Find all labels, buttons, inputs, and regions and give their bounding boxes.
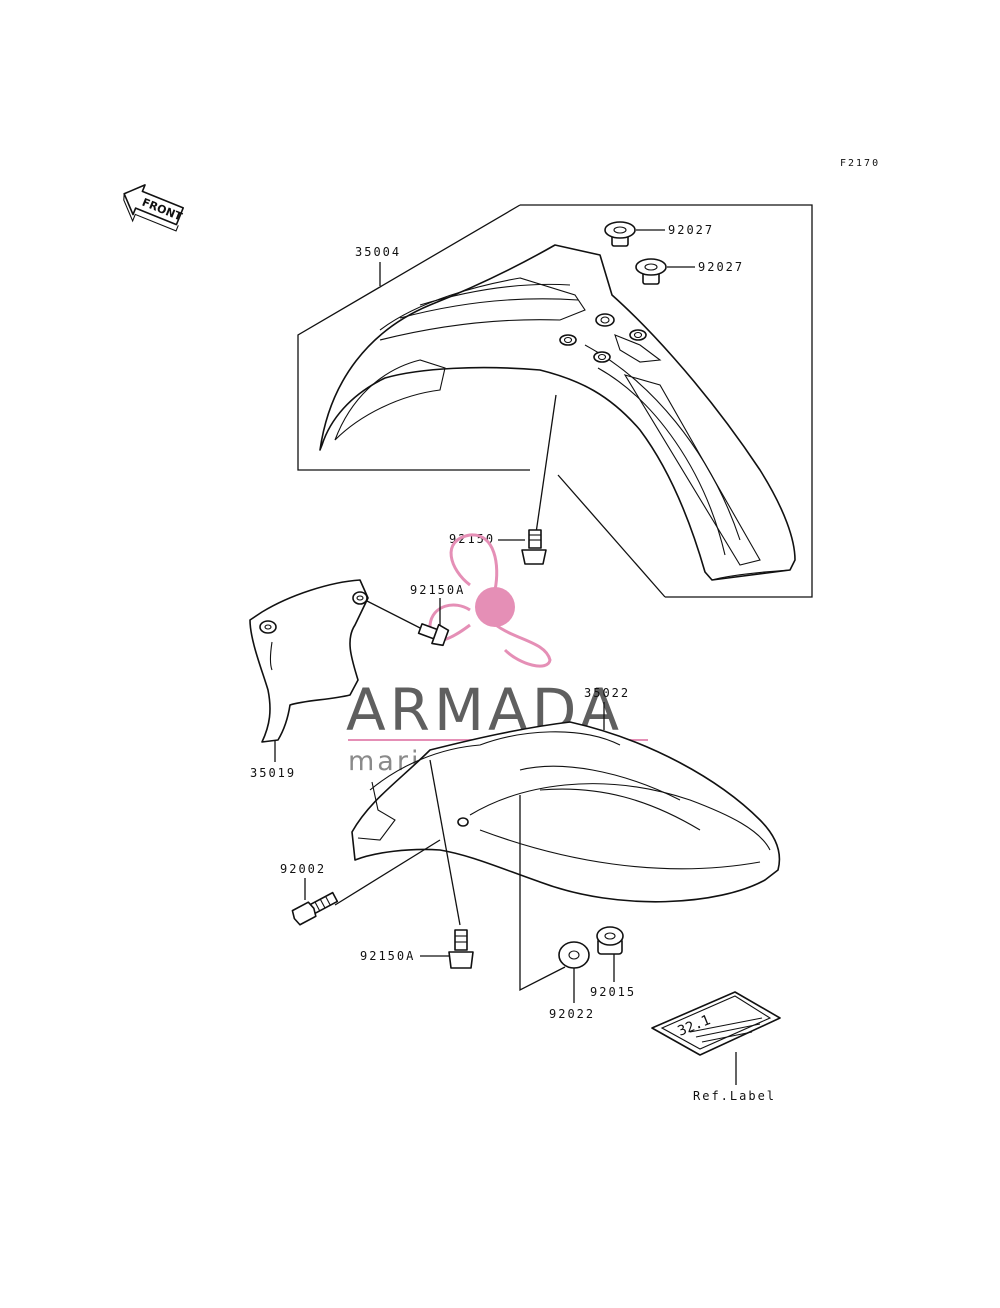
label-92027-a: 92027 [668, 223, 714, 237]
front-fender-35004 [319, 244, 796, 581]
label-92002: 92002 [280, 862, 326, 876]
label-92015: 92015 [590, 985, 636, 999]
label-92150A-bottom: 92150A [360, 949, 415, 963]
label-92150A-top: 92150A [410, 583, 465, 597]
bolt-92150A-top [417, 623, 450, 647]
front-fender-group-frame [297, 204, 813, 598]
label-ref-label: Ref.Label [693, 1089, 776, 1103]
front-arrow-icon: FRONT [123, 184, 184, 232]
grommet-92027-a [604, 221, 636, 247]
nut-92015 [596, 926, 624, 955]
washer-92022 [558, 941, 590, 969]
bolt-92002 [291, 891, 339, 926]
guard-35019 [249, 579, 369, 743]
label-35004: 35004 [355, 245, 401, 259]
rear-fender-bracket-lines [519, 795, 566, 992]
reference-label-plate: 32.1 [651, 991, 781, 1056]
label-92022: 92022 [549, 1007, 595, 1021]
watermark-propeller-logo [428, 533, 552, 668]
rear-fender-35022 [351, 721, 781, 903]
label-35022: 35022 [584, 686, 630, 700]
bolt-92150A-bottom [448, 929, 474, 969]
grommet-92027-b [635, 258, 667, 285]
bolt-92150 [521, 529, 547, 565]
figure-code: F2170 [840, 158, 880, 169]
label-92027-b: 92027 [698, 260, 744, 274]
label-35019: 35019 [250, 766, 296, 780]
